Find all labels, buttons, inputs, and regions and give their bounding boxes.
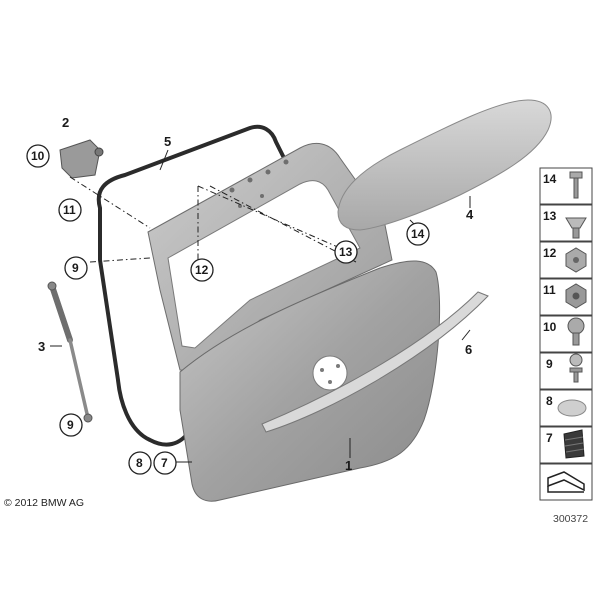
callout-7: 7 — [161, 456, 168, 470]
dash-line-hinge — [69, 176, 151, 229]
bolt-10-icon — [567, 317, 585, 346]
nut-12-icon — [565, 247, 587, 273]
callout-7-wrapper: 7 — [153, 451, 177, 475]
callout-3: 3 — [38, 339, 45, 354]
emblem-holes — [320, 364, 340, 384]
callout-8: 8 — [136, 456, 143, 470]
callout-4: 4 — [466, 207, 474, 222]
callout-6: 6 — [465, 342, 472, 357]
callout-9a: 9 — [72, 261, 79, 275]
frame-holes — [229, 159, 289, 208]
buffer-7-icon — [563, 429, 585, 459]
nut-11-icon — [565, 283, 587, 309]
outer-door-panel — [179, 260, 441, 502]
panel-label-11: 11 — [543, 283, 556, 297]
callout-13-wrapper: 13 — [334, 240, 358, 264]
hinge — [59, 139, 104, 179]
callout-14: 14 — [411, 227, 425, 241]
panel-label-9: 9 — [546, 357, 553, 371]
panel-label-10: 10 — [543, 320, 557, 334]
callout-12-wrapper: 12 — [190, 258, 214, 282]
callout-13: 13 — [339, 245, 353, 259]
panel-label-12: 12 — [543, 246, 557, 260]
bolt-14-icon — [569, 171, 583, 199]
callout-9b: 9 — [67, 418, 74, 432]
callout-1: 1 — [345, 458, 352, 473]
emblem-recess — [312, 355, 348, 391]
dash-line-13 — [197, 185, 357, 263]
diagram-reference-number: 300372 — [553, 513, 589, 525]
symbol-icon — [547, 471, 585, 493]
ball-stud-9-icon — [569, 353, 583, 383]
gas-strut — [47, 281, 93, 423]
clip-13-icon — [565, 217, 587, 239]
dash-line-9 — [89, 257, 151, 263]
spoiler — [337, 99, 552, 231]
panel-label-8: 8 — [546, 394, 553, 408]
callout-11: 11 — [63, 203, 76, 217]
parts-panel: 14 13 12 11 10 9 8 7 — [539, 167, 593, 501]
cap-8-icon — [557, 399, 587, 417]
callout-10: 10 — [31, 149, 45, 163]
callout-2: 2 — [62, 115, 69, 130]
callout-9b-wrapper: 9 — [59, 413, 83, 437]
panel-label-14: 14 — [543, 172, 557, 186]
callout-8-wrapper: 8 — [128, 451, 152, 475]
frame-window-opening — [167, 180, 361, 349]
copyright-text: © 2012 BMW AG — [4, 497, 85, 509]
callout-9a-wrapper: 9 — [64, 256, 88, 280]
callout-5: 5 — [164, 134, 171, 149]
callout-11-wrapper: 11 — [58, 198, 82, 222]
leader-6 — [461, 329, 471, 341]
callout-12: 12 — [195, 263, 209, 277]
callout-14-wrapper: 14 — [406, 222, 430, 246]
leader-5 — [159, 149, 169, 171]
panel-label-7: 7 — [546, 431, 553, 445]
moulding-strip — [261, 291, 489, 433]
callout-10-wrapper: 10 — [26, 144, 50, 168]
panel-label-13: 13 — [543, 209, 557, 223]
